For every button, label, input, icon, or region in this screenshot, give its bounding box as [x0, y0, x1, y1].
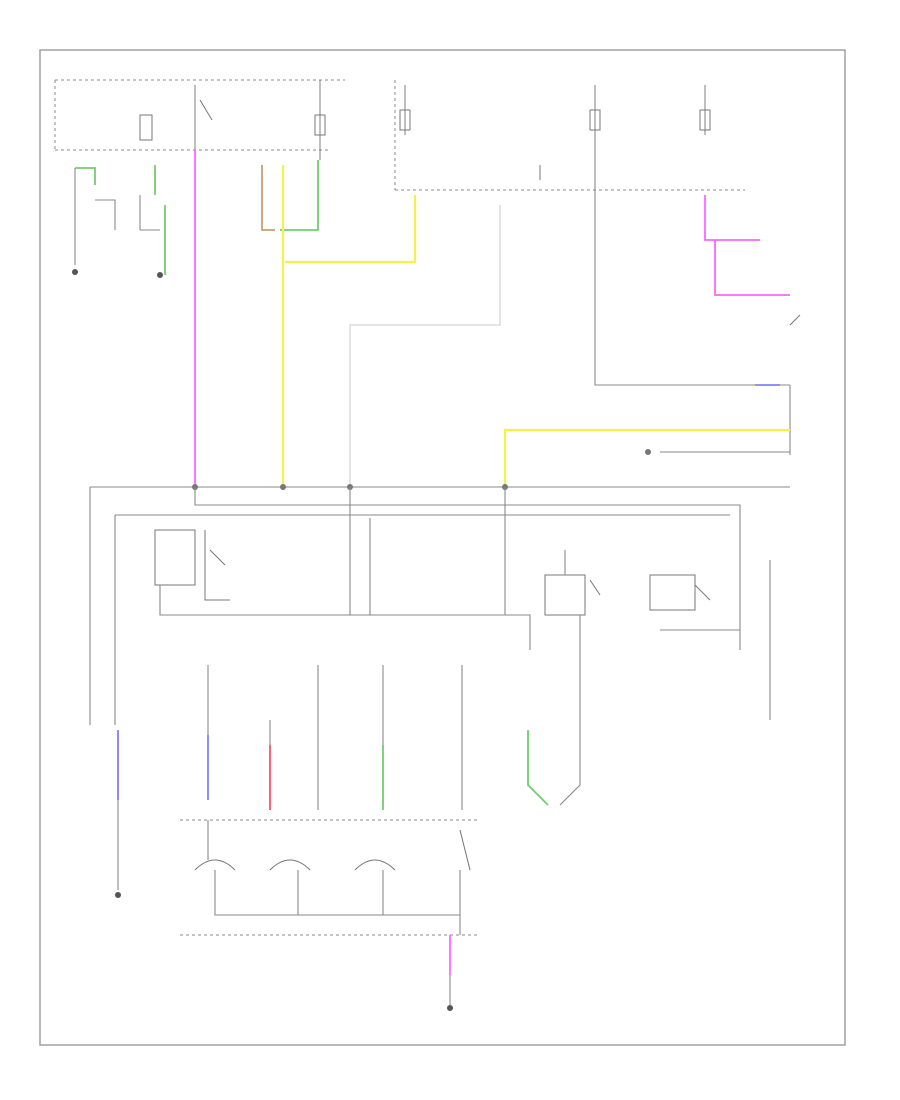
- diagram-frame: [39, 49, 846, 1046]
- right-connectors: [503, 190, 801, 490]
- main-bus: [89, 484, 790, 725]
- lower-feeds: [115, 560, 771, 898]
- ground-bottom: [447, 935, 453, 1011]
- fuse-box-left: [54, 79, 345, 160]
- wire-brown: [261, 165, 275, 231]
- junction-box-right: [394, 80, 745, 191]
- ground-connections-left: [72, 165, 166, 278]
- relays-right: [544, 550, 740, 806]
- relay-left: [154, 529, 531, 650]
- wire-yellow-cross: [285, 195, 417, 264]
- wire-green-top: [280, 160, 319, 231]
- wire-neutral-center: [349, 205, 501, 490]
- multifunction-switch: [180, 819, 480, 936]
